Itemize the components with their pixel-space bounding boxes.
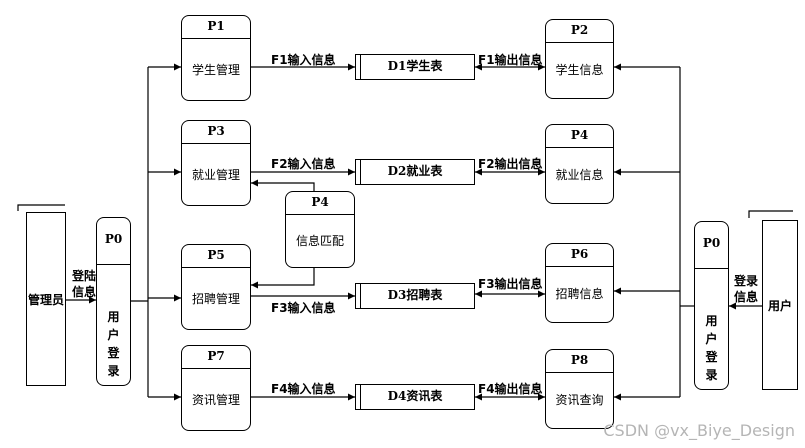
user-label: 用户 [767, 298, 792, 313]
process-p8: P8 资讯查询 [545, 349, 614, 429]
process-divider [182, 368, 250, 369]
flow-label-login-left: 登陆信息 [71, 269, 96, 299]
process-p4-info: P4 就业信息 [545, 124, 614, 204]
process-divider [546, 42, 613, 43]
flow-label-f1-in: F1输入信息 [271, 53, 336, 67]
store-d4: D4资讯表 [355, 384, 475, 410]
user-accent [748, 210, 793, 218]
user-entity: 用户 [762, 220, 798, 390]
conn-p4match-p3 [251, 179, 315, 191]
admin-accent [17, 204, 65, 211]
flow-label-f3-in: F3输入信息 [271, 301, 336, 315]
process-divider [695, 268, 728, 269]
process-id: P2 [570, 23, 589, 37]
flow-label-f3-out: F3输出信息 [478, 277, 543, 291]
process-name: 就业信息 [555, 168, 604, 182]
process-divider [286, 214, 354, 215]
flow-label-f4-out: F4输出信息 [478, 382, 543, 396]
admin-label: 管理员 [27, 292, 64, 307]
flow-label-login-right: 登录信息 [733, 274, 758, 304]
process-name: 就业管理 [191, 168, 240, 182]
process-p7: P7 资讯管理 [181, 345, 251, 431]
process-p6: P6 招聘信息 [545, 243, 614, 323]
conn-p4match-p5 [251, 268, 315, 289]
process-p0-right: P0 用户登录 [694, 221, 729, 390]
process-divider [182, 267, 250, 268]
process-divider [182, 38, 250, 39]
flow-label-f1-out: F1输出信息 [478, 53, 543, 67]
process-divider [546, 147, 613, 148]
process-name: 用户登录 [107, 310, 120, 378]
process-p5: P5 招聘管理 [181, 244, 251, 330]
store-d3: D3招聘表 [355, 283, 475, 309]
process-id: P4 [311, 195, 329, 209]
watermark: CSDN @vx_Biye_Design [603, 421, 795, 440]
process-p4-match: P4 信息匹配 [285, 191, 355, 268]
flow-label-f2-out: F2输出信息 [478, 157, 543, 171]
process-name: 学生管理 [191, 63, 240, 77]
process-id: P0 [702, 236, 721, 250]
process-name: 招聘信息 [555, 287, 604, 301]
flow-label-f4-in: F4输入信息 [271, 382, 336, 396]
flow-label-f2-in: F2输入信息 [271, 157, 336, 171]
process-divider [546, 266, 613, 267]
process-name: 信息匹配 [295, 234, 344, 248]
store-d2: D2就业表 [355, 159, 475, 185]
process-name: 资讯管理 [191, 393, 240, 407]
process-id: P3 [207, 124, 225, 138]
process-name: 学生信息 [555, 63, 604, 77]
process-id: P6 [570, 247, 589, 261]
process-divider [546, 372, 613, 373]
store-d1: D1学生表 [355, 54, 475, 80]
process-p3: P3 就业管理 [181, 120, 251, 206]
process-id: P5 [207, 248, 225, 262]
process-divider [97, 264, 130, 265]
process-name: 资讯查询 [555, 393, 604, 407]
process-id: P7 [207, 349, 225, 363]
process-id: P1 [207, 19, 225, 33]
process-p0-left: P0 用户登录 [96, 217, 131, 386]
process-name: 招聘管理 [191, 292, 240, 306]
process-name: 用户登录 [705, 314, 718, 382]
process-divider [182, 143, 250, 144]
admin-entity: 管理员 [26, 212, 66, 386]
process-id: P0 [104, 232, 123, 246]
process-id: P8 [570, 353, 589, 367]
process-p2: P2 学生信息 [545, 19, 614, 99]
process-p1: P1 学生管理 [181, 15, 251, 101]
process-id: P4 [570, 128, 589, 142]
